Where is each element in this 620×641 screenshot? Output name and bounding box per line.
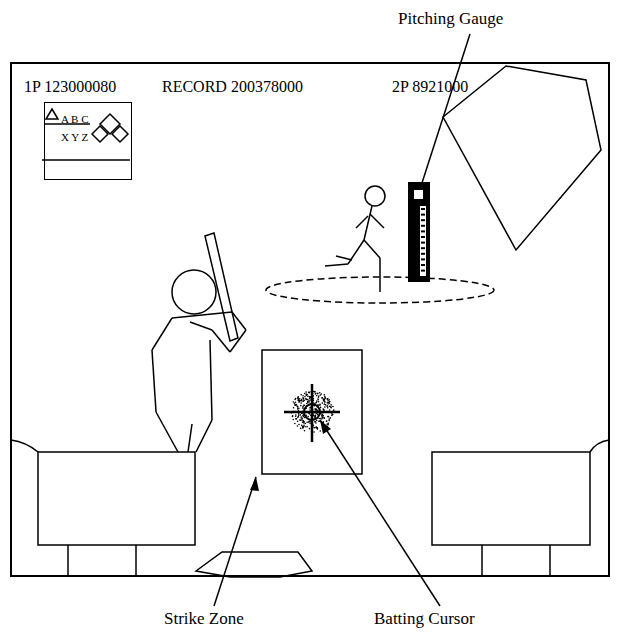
callout-label: Strike Zone <box>164 610 244 629</box>
leader-line <box>214 477 256 606</box>
score-1p: 1P 123000080 <box>24 78 116 96</box>
base-diamond <box>100 114 120 134</box>
dugout-right <box>432 452 590 545</box>
batting-cursor <box>284 384 340 442</box>
gauge-scale <box>420 206 426 276</box>
pitching-gauge <box>408 182 430 282</box>
count-triangle <box>46 109 58 119</box>
home-plate <box>196 552 312 577</box>
record-score: RECORD 200378000 <box>162 78 303 96</box>
dugout-left <box>38 452 195 545</box>
gauge-indicator <box>414 190 423 199</box>
leader-arrowhead <box>320 420 331 434</box>
wall-right <box>590 440 609 452</box>
team-name: A B C <box>61 113 89 125</box>
leader-line <box>320 420 440 606</box>
team-name: X Y Z <box>61 131 88 143</box>
batter-figure <box>152 233 246 452</box>
callout-label: Pitching Gauge <box>398 10 503 29</box>
leader-line <box>421 34 470 186</box>
callout-label: Batting Cursor <box>374 610 475 629</box>
scoreboard-box: A B C X Y Z <box>44 102 132 180</box>
wall-left <box>11 440 38 452</box>
strike-zone <box>262 350 362 474</box>
game-screen: 1P 123000080 RECORD 200378000 2P 8921000 A … <box>10 62 610 577</box>
leader-arrowhead <box>250 477 259 491</box>
score-2p: 2P 8921000 <box>392 78 468 96</box>
pitcher-figure <box>325 186 385 292</box>
